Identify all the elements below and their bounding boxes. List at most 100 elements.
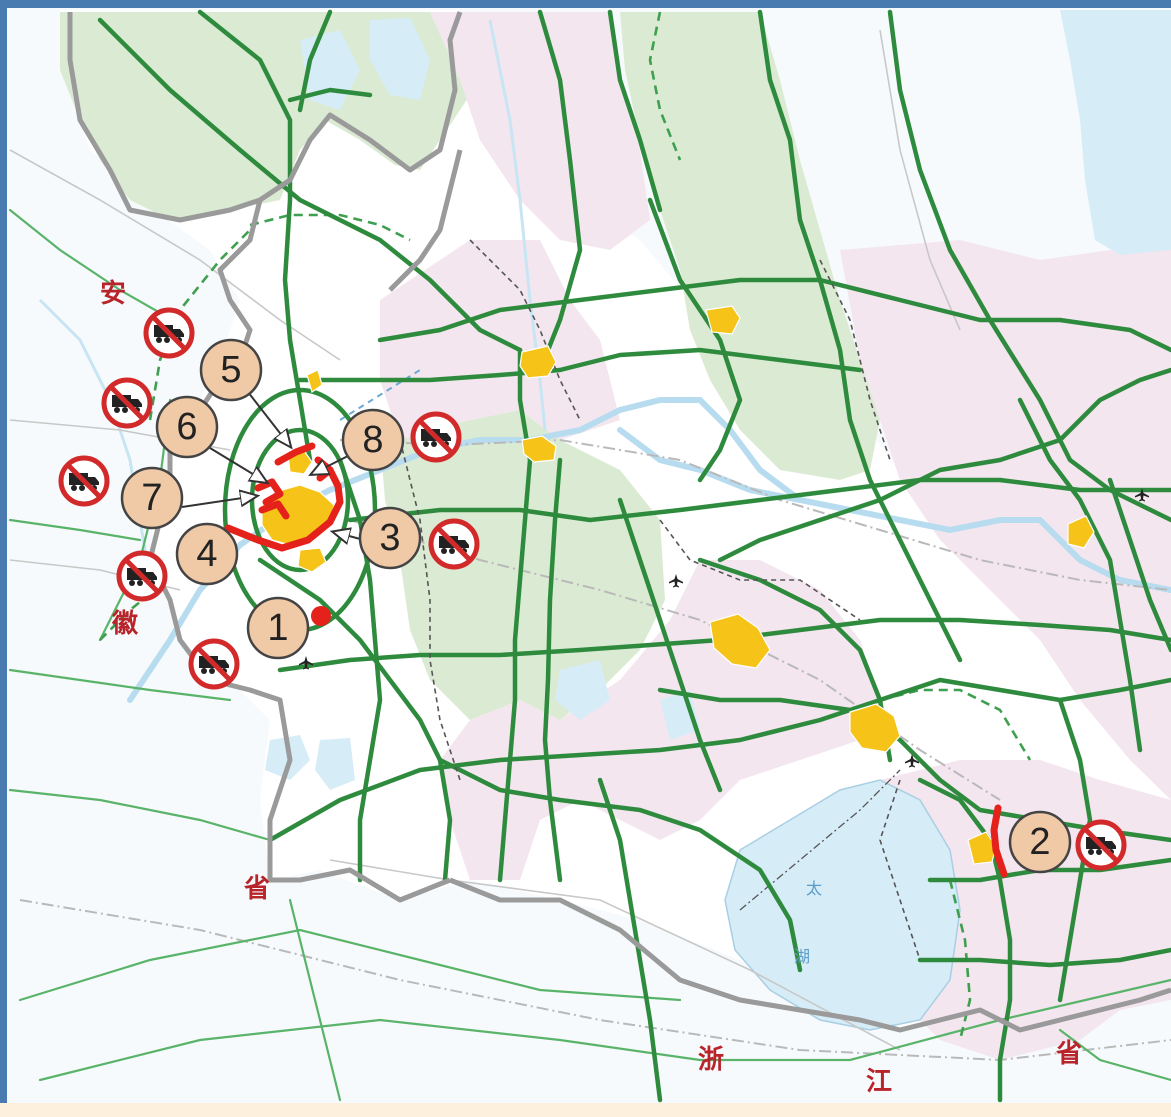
hw-light-5: [18, 928, 682, 1002]
badge-3-label: 3: [379, 517, 400, 559]
badge-2[interactable]: 2: [1008, 810, 1072, 874]
arrow-6: [209, 447, 266, 482]
hw-light-1: [8, 208, 192, 332]
road-gray-1: [9, 149, 341, 361]
no-truck-icon: [119, 553, 165, 599]
badge-1[interactable]: 1: [246, 596, 310, 660]
lake-label-tai: 太: [806, 879, 822, 898]
no-truck-icon: [431, 521, 477, 567]
planned-hw-south: [948, 879, 972, 1041]
road-gray-5: [879, 29, 961, 331]
canal: [488, 19, 547, 431]
hw-light-9: [1058, 1028, 1171, 1082]
badge-5-label: 5: [220, 349, 241, 391]
city-border-4: [819, 259, 891, 461]
hw-g-24: [917, 777, 1013, 1103]
urban-nantong: [1067, 515, 1095, 549]
badge-7[interactable]: 7: [120, 466, 184, 530]
restricted-section-5: [274, 442, 316, 466]
railway-2: [349, 519, 1001, 801]
hw-g-16: [257, 557, 453, 883]
badge-2-label: 2: [1029, 821, 1050, 863]
hw-light-3: [8, 668, 232, 702]
province-label-sheng-south: 省: [1055, 1039, 1082, 1069]
lake-west-2: [315, 738, 355, 790]
urban-zhenjiang: [521, 435, 557, 463]
badge-5[interactable]: 5: [199, 338, 263, 402]
restricted-section-7: [258, 500, 290, 520]
hw-g-4: [297, 9, 333, 113]
restricted-section-6: [254, 478, 284, 506]
city-border-3: [659, 519, 861, 621]
urban-changzhou: [709, 613, 771, 669]
no-truck-icon: [104, 380, 150, 426]
hw-g-19: [267, 677, 1171, 843]
planned-hw-north: [648, 11, 682, 161]
city-border-5: [879, 779, 921, 961]
restricted-section-2: [990, 804, 1008, 878]
badge-6[interactable]: 6: [155, 395, 219, 459]
province-border-south: [449, 877, 1171, 1033]
no-truck-icon: [61, 458, 107, 504]
hw-g-29: [597, 777, 663, 1103]
badge-8[interactable]: 8: [341, 408, 405, 472]
hw-g-5: [537, 9, 583, 373]
lake-label-hu: 湖: [794, 947, 810, 966]
province-label-hui: 徽: [111, 609, 139, 639]
sea: [1060, 10, 1171, 255]
province-label-jiang: 江: [866, 1067, 892, 1097]
arrow-8: [312, 454, 351, 474]
city-border-2: [399, 439, 461, 781]
hw-g-13: [347, 477, 1171, 523]
hw-g-10: [297, 347, 863, 383]
hw-g-6: [647, 197, 743, 483]
hw-g-7: [757, 9, 963, 663]
province-label-sheng-west: 省: [243, 874, 270, 904]
province-label-zhe: 浙: [698, 1045, 724, 1075]
bottom-strip: [0, 1103, 1171, 1117]
no-truck-icon: [413, 414, 459, 460]
province-border-inner-1: [388, 149, 463, 292]
city-border-1: [469, 239, 581, 421]
urban-taizhou: [705, 305, 741, 335]
badge-6-label: 6: [176, 406, 197, 448]
hw-light-8: [288, 898, 342, 1102]
province-border-west: [67, 11, 463, 223]
restricted-point-1: [311, 606, 331, 626]
hw-light-2: [8, 518, 142, 542]
restricted-section-4: [224, 482, 344, 552]
tai-lake: [724, 779, 961, 1031]
no-truck-icon: [191, 641, 237, 687]
hw-g-20: [437, 757, 803, 973]
no-truck-icon: [1078, 822, 1124, 868]
urban-yangzhou: [519, 345, 557, 379]
yangtze-river-south-arm: [617, 427, 803, 503]
hw-light-4: [8, 788, 272, 842]
arrow-7: [181, 496, 256, 508]
lake-north: [370, 18, 430, 100]
badge-8-label: 8: [362, 419, 383, 461]
badge-4[interactable]: 4: [175, 522, 239, 586]
badge-7-label: 7: [141, 477, 162, 519]
hw-g-27: [917, 947, 1171, 968]
hw-g-9: [377, 277, 1171, 353]
province-label-an: 安: [100, 279, 126, 309]
badge-1-label: 1: [267, 607, 288, 649]
badge-4-label: 4: [196, 533, 217, 575]
urban-wuxi: [849, 703, 901, 753]
pink-region-5: [430, 12, 650, 250]
planned-hw-southeast: [879, 688, 1032, 761]
no-truck-icon: [146, 310, 192, 356]
hw-light-6: [38, 978, 1171, 1082]
hw-g-28: [1107, 477, 1171, 653]
arrow-5: [247, 391, 290, 446]
badge-3[interactable]: 3: [358, 506, 422, 570]
lake-small-1: [555, 660, 610, 720]
hw-g-11: [607, 9, 663, 213]
hw-g-12: [1017, 397, 1143, 753]
railway-1: [339, 438, 1171, 591]
hw-g-21: [617, 497, 723, 793]
hw-g-30: [717, 367, 1171, 563]
road-gray-4: [329, 859, 901, 1051]
